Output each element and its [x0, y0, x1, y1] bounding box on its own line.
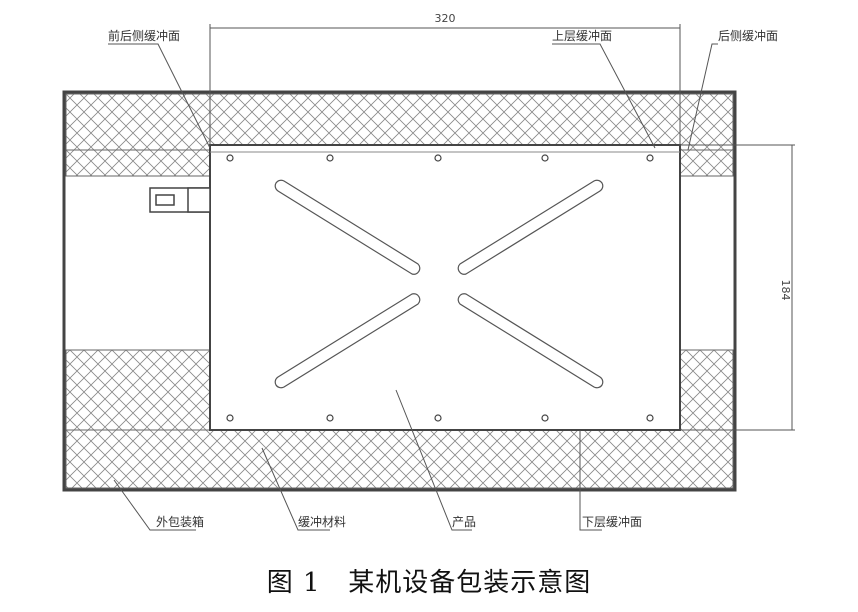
product-bolts [226, 154, 654, 422]
packaging-diagram: 320 184 前后侧缓冲面 上层缓冲面 后侧缓冲面 外包装箱 缓冲材料 产品 … [62, 12, 795, 531]
product-body [209, 144, 681, 431]
cushion-top [65, 93, 734, 151]
label-outer-box: 外包装箱 [156, 514, 204, 529]
dimension-height [680, 144, 795, 431]
cushion-top-left-block [65, 149, 211, 177]
cushion-bottom-right-block [679, 349, 734, 431]
dimension-width [209, 24, 681, 145]
label-rear-cushion: 后侧缓冲面 [718, 28, 778, 43]
cushion-bottom [65, 429, 734, 489]
product-slots [274, 179, 604, 389]
label-top-cushion: 上层缓冲面 [552, 28, 612, 43]
cushion-top-right-block [679, 149, 734, 177]
cushion-bottom-left-block [65, 349, 211, 431]
label-front-cushion: 前后侧缓冲面 [108, 28, 180, 43]
dimension-width-label: 320 [435, 12, 456, 25]
product-handle [149, 187, 211, 213]
label-bottom-cushion: 下层缓冲面 [582, 514, 642, 529]
figure-caption: 图 1 某机设备包装示意图 [266, 568, 592, 598]
dimension-height-label: 184 [779, 280, 792, 301]
leader-lines [108, 43, 718, 531]
label-buffer-material: 缓冲材料 [298, 514, 346, 529]
label-product: 产品 [452, 515, 476, 529]
